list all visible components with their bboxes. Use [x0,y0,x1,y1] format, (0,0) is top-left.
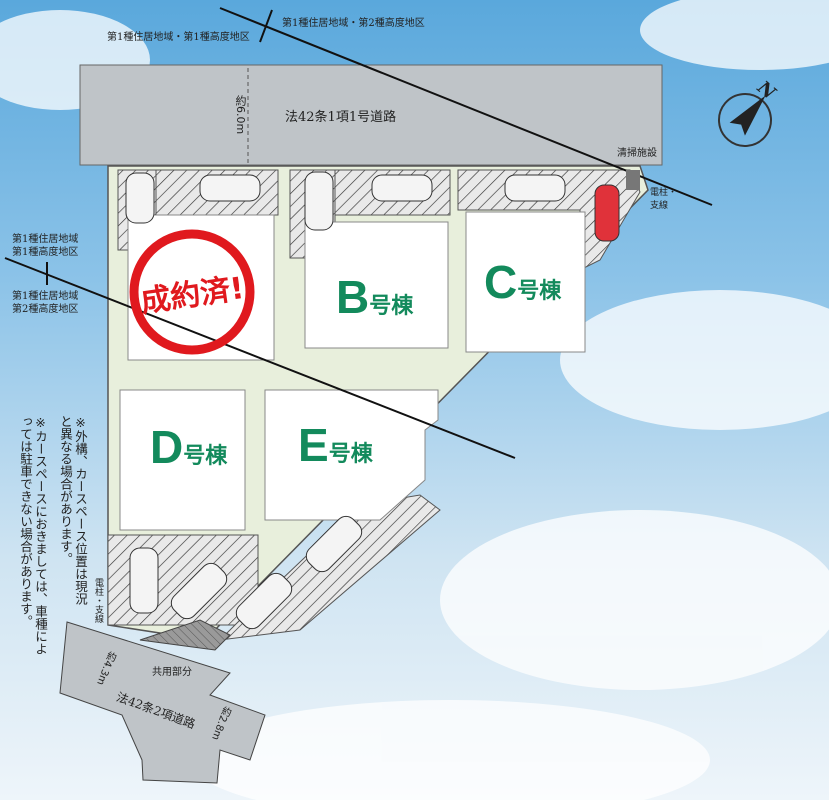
cars [125,171,620,630]
building-b [304,221,449,349]
zoning-label: 第1種住居地域・第1種高度地区 [107,32,250,43]
note-carspace: ※カースペースにおきましては、車種によっては駐車できない場合があります。 [18,415,48,655]
note-exterior: ※外構、カースペース位置は現況と異なる場合があります。 [58,415,88,605]
shared-area-label: 共用部分 [152,667,192,678]
main-road [79,64,663,166]
pole-label: 電柱・支線 [93,578,103,623]
zoning-label: 第1種住居地域第2種高度地区 [12,291,79,315]
cleaning-facility [626,170,640,190]
pole-label: 電柱・支線 [650,188,678,211]
zoning-label: 第1種住居地域・第2種高度地区 [282,18,425,29]
zoning-label: 第1種住居地域第1種高度地区 [12,234,79,258]
lot-c[interactable]: C号棟 [484,256,562,308]
building-c [465,211,586,353]
lot-b[interactable]: B号棟 [336,271,414,323]
sold-stamp-circle [129,229,255,355]
building-d [119,389,246,531]
compass-icon [718,93,772,147]
lot-d[interactable]: D号棟 [150,421,228,473]
lot-e[interactable]: E号棟 [298,419,373,471]
building-e [264,389,439,521]
main-road-label: 法42条1項1号道路 [285,110,397,125]
lower-road [59,621,266,784]
cleaning-facility-label: 清掃施設 [617,148,657,159]
shared-area [139,619,231,651]
main-road-width: 約6.0m [234,95,247,135]
